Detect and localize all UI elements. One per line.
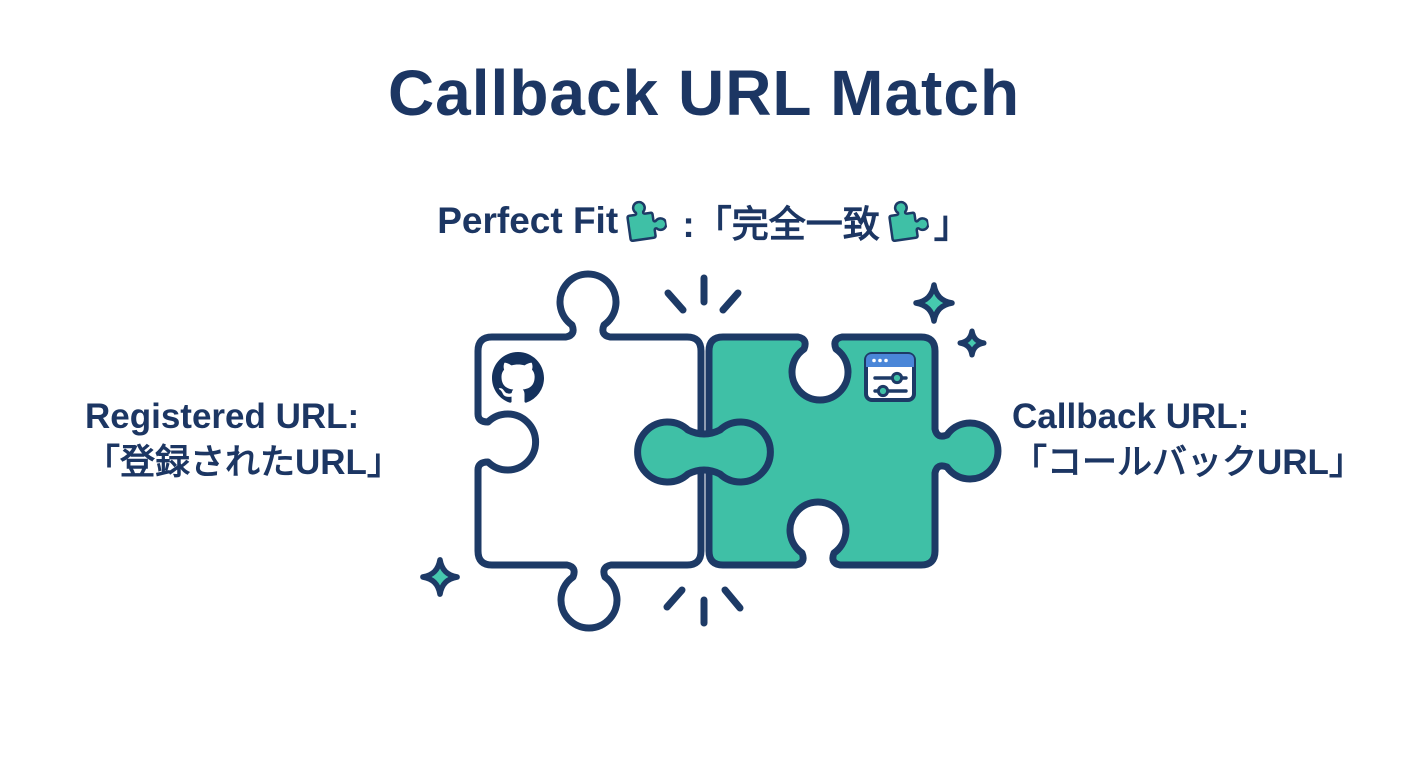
sparkle-icon <box>423 560 457 594</box>
subtitle-text-en: Perfect Fit <box>437 200 619 241</box>
subtitle-close-bracket: 」 <box>933 204 971 245</box>
github-icon <box>492 352 544 403</box>
page-title: Callback URL Match <box>387 57 1021 129</box>
registered-url-piece <box>474 270 705 632</box>
emphasis-marks-top <box>664 274 742 314</box>
registered-url-label-en: Registered URL: <box>85 397 360 436</box>
registered-url-label-ja: 「登録されたURL」 <box>85 443 402 483</box>
callback-url-label-ja: 「コールバックURL」 <box>1012 443 1364 483</box>
subtitle-text-ja: :「完全一致 <box>672 204 880 245</box>
subtitle: Perfect Fit :「完全一致 」 <box>0 194 1408 248</box>
callback-url-piece <box>705 333 1002 569</box>
puzzle-joint-knob <box>634 418 774 486</box>
sparkle-icon <box>916 285 952 321</box>
sparkle-icon <box>960 331 984 355</box>
puzzle-piece-icon <box>626 200 668 243</box>
browser-settings-icon <box>864 352 916 402</box>
registered-url-label: Registered URL: 「登録されたURL」 <box>85 394 402 486</box>
callback-url-label: Callback URL: 「コールバックURL」 <box>1012 394 1364 486</box>
callback-url-label-en: Callback URL: <box>1012 397 1250 436</box>
emphasis-marks-bottom <box>663 586 744 627</box>
puzzle-illustration <box>400 270 1002 632</box>
puzzle-piece-icon <box>888 200 930 243</box>
